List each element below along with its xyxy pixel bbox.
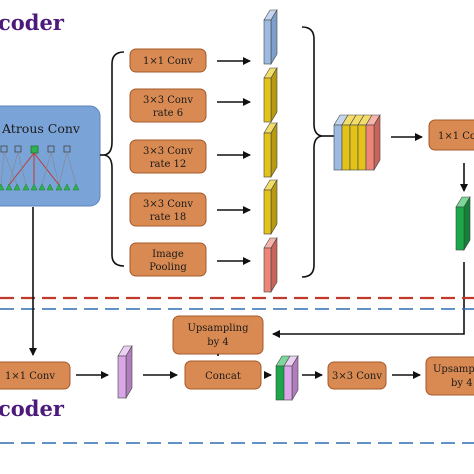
encoder-1x1-conv-box: 1×1 Co <box>428 119 474 151</box>
atrous-kernel-illustration <box>0 145 80 191</box>
encoder-output-feature-map <box>455 195 471 252</box>
concat-box: Concat <box>184 360 262 390</box>
aspp-left-bracket <box>103 51 125 267</box>
concatenated-feature-stack <box>333 113 381 172</box>
feature-map-red <box>263 236 278 294</box>
upsampling-box: Upsampling by 4 <box>172 315 264 355</box>
feature-map-yellow <box>263 121 278 179</box>
aspp-branch-3x3-rate6: 3×3 Conv rate 6 <box>129 88 207 123</box>
aspp-branch-label: 3×3 Conv <box>143 95 193 106</box>
feature-map-blue <box>263 8 278 66</box>
decoder-concat-stack <box>275 354 299 402</box>
aspp-branch-label: 3×3 Conv <box>143 146 193 157</box>
decoder-3x3-conv-box: 3×3 Conv <box>327 361 387 390</box>
aspp-branch-rate: rate 18 <box>150 212 187 223</box>
aspp-right-bracket <box>301 26 323 278</box>
atrous-conv-title: Atrous Conv <box>1 121 81 136</box>
decoder-conv-label: 1×1 Conv <box>5 371 55 382</box>
aspp-branch-3x3-rate12: 3×3 Conv rate 12 <box>129 139 207 174</box>
aspp-branch-label: 1×1 Conv <box>143 56 193 67</box>
aspp-branch-image-pooling: Image Pooling <box>129 242 207 277</box>
upsampling-label: Upsampling <box>187 323 249 334</box>
aspp-branch-label: Image <box>152 249 184 260</box>
final-upsampling-factor: by 4 <box>451 378 473 389</box>
encoder-conv-label: 1×1 Co <box>438 131 474 142</box>
aspp-branch-rate: rate 6 <box>153 108 183 119</box>
decoder-1x1-conv-box: 1×1 Conv <box>0 361 71 390</box>
aspp-branch-rate: rate 12 <box>150 159 187 170</box>
final-upsampling-label: Upsamp <box>433 364 474 375</box>
decoder-3x3-label: 3×3 Conv <box>332 371 382 382</box>
atrous-conv-panel: Atrous Conv <box>0 105 101 207</box>
decoder-section-title: coder <box>0 396 65 421</box>
aspp-branch-rate: Pooling <box>149 262 187 273</box>
feature-map-yellow <box>263 178 278 236</box>
feature-map-yellow <box>263 66 278 124</box>
lowlevel-feature-map <box>117 344 133 400</box>
path-to-upsampling <box>272 262 465 338</box>
aspp-branch-1x1-conv: 1×1 Conv <box>129 48 207 73</box>
upsampling-factor: by 4 <box>207 337 229 348</box>
aspp-branch-arrows <box>217 57 251 265</box>
aspp-branch-label: 3×3 Conv <box>143 199 193 210</box>
encoder-section-title: coder <box>0 10 65 35</box>
concat-label: Concat <box>205 371 241 382</box>
final-upsampling-box: Upsamp by 4 <box>425 356 474 396</box>
aspp-branch-3x3-rate18: 3×3 Conv rate 18 <box>129 192 207 227</box>
